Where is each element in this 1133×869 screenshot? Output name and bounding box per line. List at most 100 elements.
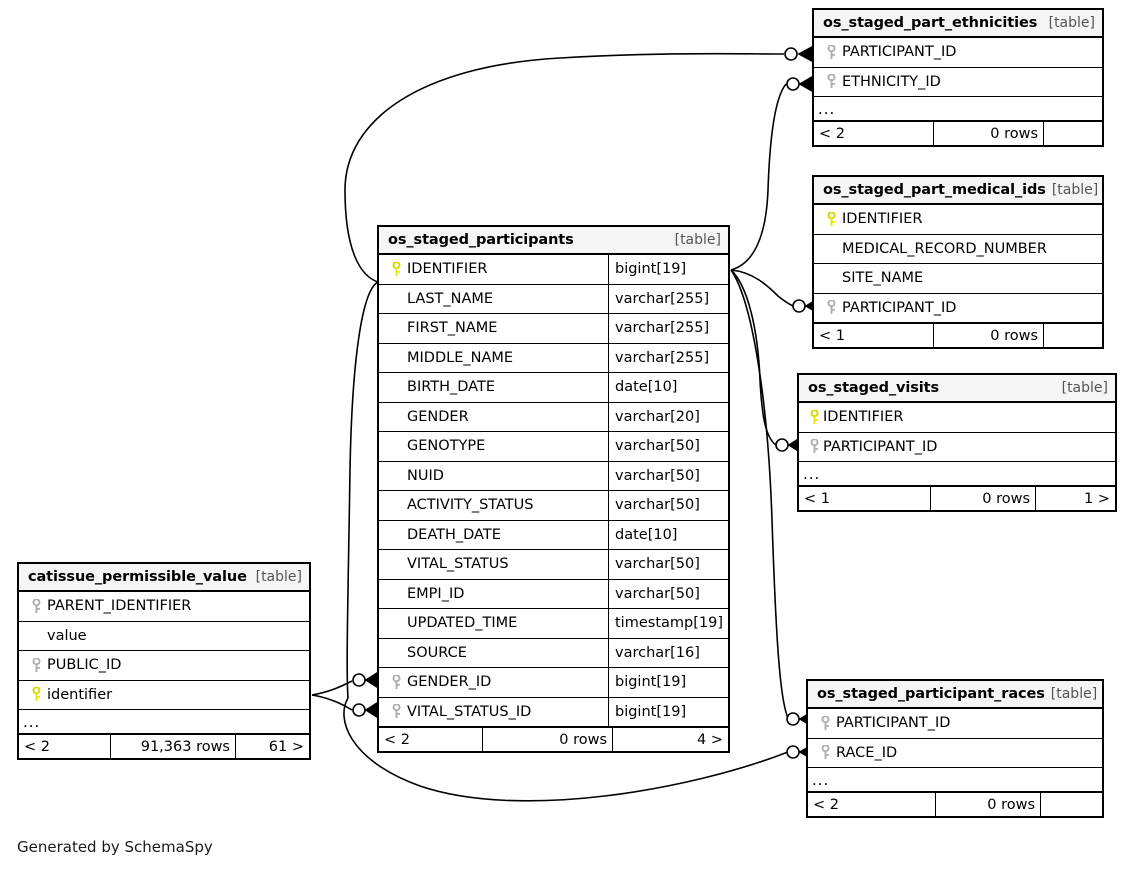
table-kind-label: [table] — [255, 569, 302, 585]
primary-key-icon — [25, 687, 47, 702]
column-name: PARTICIPANT_ID — [836, 715, 951, 732]
foreign-key-icon — [385, 704, 407, 719]
column-name-cell: RACE_ID — [808, 739, 1102, 768]
column-name-cell: VITAL_STATUS_ID — [379, 698, 608, 727]
table-os-staged-participants[interactable]: os_staged_participants [table] IDENTIFIE… — [377, 225, 730, 753]
column-name-cell: SOURCE — [379, 639, 608, 668]
table-title: catissue_permissible_value — [28, 569, 247, 585]
table-row[interactable]: DEATH_DATE date[10] — [379, 520, 728, 550]
column-name-cell: DEATH_DATE — [379, 521, 608, 550]
table-row[interactable]: MEDICAL_RECORD_NUMBER — [814, 235, 1102, 264]
table-row[interactable]: ETHNICITY_ID — [814, 68, 1102, 97]
column-name: PARTICIPANT_ID — [823, 438, 938, 455]
next-page-button[interactable]: 1 > — [1035, 487, 1115, 510]
next-page-button[interactable] — [1043, 324, 1102, 347]
column-name-cell: SITE_NAME — [814, 264, 1102, 293]
table-row[interactable]: MIDDLE_NAME varchar[255] — [379, 343, 728, 373]
column-type: varchar[255] — [608, 343, 728, 372]
table-title: os_staged_visits — [808, 380, 940, 396]
column-name-cell: IDENTIFIER — [799, 403, 1115, 432]
table-row[interactable]: IDENTIFIER bigint[19] — [379, 255, 728, 285]
table-os-staged-visits[interactable]: os_staged_visits [table] IDENTIFIER PART… — [797, 373, 1117, 512]
column-type: varchar[16] — [608, 638, 728, 667]
foreign-key-icon — [814, 745, 836, 760]
table-row[interactable]: IDENTIFIER — [814, 205, 1102, 235]
table-row[interactable]: GENOTYPE varchar[50] — [379, 432, 728, 462]
next-page-button[interactable] — [1043, 122, 1102, 145]
prev-page-button[interactable]: < 1 — [819, 327, 845, 344]
prev-page-button[interactable]: < 2 — [384, 731, 410, 748]
table-row[interactable]: PUBLIC_ID — [19, 651, 309, 681]
edge-participants-tail-left — [346, 281, 379, 699]
table-row[interactable]: identifier — [19, 681, 309, 710]
next-page-button[interactable] — [1040, 793, 1102, 816]
prev-page-button[interactable]: < 2 — [813, 796, 839, 813]
table-footer: < 1 0 rows 1 > — [799, 486, 1115, 510]
table-kind-label: [table] — [1050, 686, 1098, 702]
table-catissue-permissible-value[interactable]: catissue_permissible_value [table] PAREN… — [17, 562, 311, 760]
foreign-key-icon — [820, 74, 842, 89]
table-row[interactable]: EMPI_ID varchar[50] — [379, 579, 728, 609]
table-row[interactable]: PARTICIPANT_ID — [814, 294, 1102, 323]
foreign-key-icon — [820, 44, 842, 60]
row-count: 0 rows — [933, 122, 1043, 145]
column-name: IDENTIFIER — [823, 409, 904, 426]
table-row[interactable]: SOURCE varchar[16] — [379, 638, 728, 668]
table-row[interactable]: VITAL_STATUS_ID bigint[19] — [379, 697, 728, 727]
table-row[interactable]: PARTICIPANT_ID — [808, 709, 1102, 739]
table-row[interactable]: PARTICIPANT_ID — [814, 38, 1102, 68]
table-kind-label: [table] — [1061, 380, 1108, 396]
column-name-cell: PUBLIC_ID — [19, 651, 309, 680]
prev-page-button[interactable]: < 2 — [819, 125, 845, 142]
column-name: VITAL_STATUS — [407, 556, 509, 573]
column-name-cell: NUID — [379, 462, 608, 491]
table-row[interactable]: value — [19, 622, 309, 651]
column-name: IDENTIFIER — [407, 261, 488, 278]
table-row[interactable]: LAST_NAME varchar[255] — [379, 284, 728, 314]
prev-page-button[interactable]: < 1 — [804, 490, 830, 507]
table-row[interactable]: PARENT_IDENTIFIER — [19, 592, 309, 622]
table-row[interactable]: FIRST_NAME varchar[255] — [379, 314, 728, 344]
table-row[interactable]: SITE_NAME — [814, 264, 1102, 294]
table-row[interactable]: PARTICIPANT_ID — [799, 433, 1115, 462]
next-page-button[interactable]: 61 > — [235, 735, 309, 758]
table-row[interactable]: GENDER varchar[20] — [379, 402, 728, 432]
next-page-button[interactable]: 4 > — [612, 728, 728, 751]
table-row[interactable]: BIRTH_DATE date[10] — [379, 373, 728, 403]
column-type: varchar[50] — [608, 579, 728, 608]
column-name-cell: ACTIVITY_STATUS — [379, 491, 608, 520]
column-name: RACE_ID — [836, 744, 898, 761]
foreign-key-icon — [385, 674, 407, 690]
prev-page-button[interactable]: < 2 — [24, 738, 50, 755]
table-row[interactable]: ACTIVITY_STATUS varchar[50] — [379, 491, 728, 521]
column-name-cell: PARENT_IDENTIFIER — [19, 592, 309, 621]
table-row[interactable]: RACE_ID — [808, 739, 1102, 768]
table-row[interactable]: IDENTIFIER — [799, 403, 1115, 433]
table-header: os_staged_part_ethnicities [table] — [814, 10, 1102, 38]
table-os-staged-part-ethnicities[interactable]: os_staged_part_ethnicities [table] PARTI… — [812, 8, 1104, 147]
more-columns-ellipsis: ... — [19, 710, 309, 734]
column-name-cell: value — [19, 622, 309, 651]
column-name: BIRTH_DATE — [407, 379, 495, 396]
row-count: 0 rows — [935, 793, 1040, 816]
column-type: varchar[255] — [608, 314, 728, 343]
edge-participants-to-visits-participant-id — [730, 269, 777, 446]
column-name: GENOTYPE — [407, 438, 486, 455]
table-row[interactable]: UPDATED_TIME timestamp[19] — [379, 609, 728, 639]
column-name-cell: IDENTIFIER — [814, 205, 1102, 234]
table-footer: < 2 0 rows — [814, 121, 1102, 145]
generated-by-credit: Generated by SchemaSpy — [17, 838, 213, 856]
column-name: IDENTIFIER — [842, 211, 923, 228]
edge-permissible-to-vital-status-id — [311, 694, 353, 711]
table-row[interactable]: NUID varchar[50] — [379, 461, 728, 491]
table-header: os_staged_participants [table] — [379, 227, 728, 255]
table-row[interactable]: VITAL_STATUS varchar[50] — [379, 550, 728, 580]
column-type: bigint[19] — [608, 668, 728, 697]
column-type: varchar[255] — [608, 284, 728, 313]
column-name-cell: BIRTH_DATE — [379, 373, 608, 402]
table-os-staged-part-medical-ids[interactable]: os_staged_part_medical_ids [table] IDENT… — [812, 175, 1104, 349]
table-header: catissue_permissible_value [table] — [19, 564, 309, 592]
table-row[interactable]: GENDER_ID bigint[19] — [379, 668, 728, 698]
table-os-staged-participant-races[interactable]: os_staged_participant_races [table] PART… — [806, 679, 1104, 818]
foreign-key-icon — [820, 300, 842, 315]
